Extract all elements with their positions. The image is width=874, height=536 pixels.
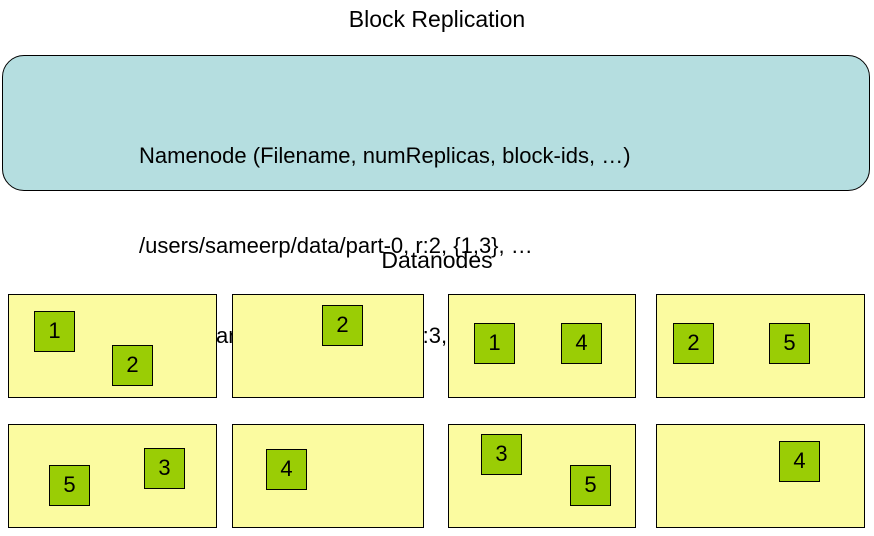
block-replica-4: 4	[561, 323, 602, 364]
block-replica-5: 5	[570, 465, 611, 506]
datanode-6: 4	[232, 424, 424, 528]
namenode-line-header: Namenode (Filename, numReplicas, block-i…	[139, 143, 631, 168]
block-replica-2: 2	[673, 323, 714, 364]
block-replica-4: 4	[779, 441, 820, 482]
block-replica-3: 3	[481, 434, 522, 475]
block-replica-2: 2	[112, 345, 153, 386]
namenode-line-part-0: /users/sameerp/data/part-0, r:2, {1,3}, …	[139, 233, 533, 258]
block-replica-3: 3	[144, 448, 185, 489]
block-replica-2: 2	[322, 305, 363, 346]
block-replica-4: 4	[266, 449, 307, 490]
namenode-box: Namenode (Filename, numReplicas, block-i…	[2, 55, 870, 348]
datanode-2: 2	[232, 294, 424, 398]
block-replica-1: 1	[34, 311, 75, 352]
block-replica-5: 5	[769, 323, 810, 364]
page-title: Block Replication	[348, 6, 526, 32]
block-replica-5: 5	[49, 465, 90, 506]
datanodes-label: Datanodes	[381, 247, 493, 273]
block-replica-1: 1	[474, 323, 515, 364]
datanode-8: 4	[656, 424, 865, 528]
